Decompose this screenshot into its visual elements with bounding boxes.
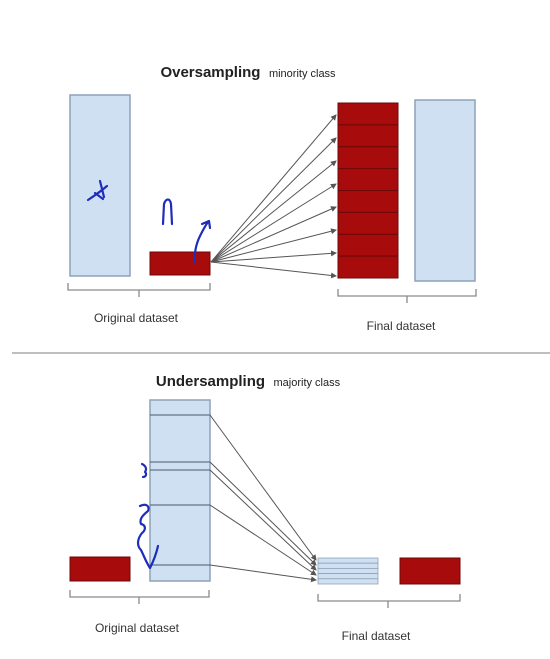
minority-copy-block bbox=[337, 233, 399, 257]
original-dataset-brace bbox=[67, 283, 211, 297]
undersampling-title-bold: Undersampling bbox=[156, 373, 265, 390]
copy-arrow bbox=[210, 114, 337, 263]
copy-arrow bbox=[210, 206, 337, 263]
handwritten-annotations bbox=[136, 462, 160, 570]
undersampling-arrows bbox=[209, 414, 317, 583]
copy-arrow bbox=[210, 250, 337, 263]
minority-copy-block bbox=[337, 211, 399, 235]
final-majority-block bbox=[414, 99, 476, 282]
ink-mark-5 bbox=[136, 503, 160, 570]
sample-arrow bbox=[209, 504, 317, 576]
sampled-majority-row bbox=[317, 573, 379, 580]
final-majority-stack bbox=[317, 557, 379, 585]
oversampling-title-rest: minority class bbox=[269, 68, 336, 80]
undersampling-title: Undersampling majority class bbox=[156, 373, 341, 390]
original-dataset-label: Original dataset bbox=[95, 621, 180, 635]
sampled-majority-row bbox=[317, 557, 379, 564]
ink-mark-3 bbox=[193, 219, 212, 264]
undersampling-title-rest: majority class bbox=[274, 377, 341, 389]
final-minority-block bbox=[399, 557, 461, 585]
copy-arrow bbox=[210, 183, 337, 263]
final-dataset-label: Final dataset bbox=[342, 629, 411, 643]
final-dataset-label: Final dataset bbox=[367, 319, 436, 333]
original-dataset-label: Original dataset bbox=[94, 311, 179, 325]
oversampling-arrows bbox=[210, 114, 337, 279]
minority-copy-block bbox=[337, 146, 399, 170]
sample-arrow bbox=[209, 469, 317, 571]
copy-arrow bbox=[210, 261, 337, 279]
sample-arrow bbox=[209, 414, 317, 561]
final-dataset-brace bbox=[337, 289, 477, 303]
minority-copy-block bbox=[337, 190, 399, 213]
ink-mark-2 bbox=[161, 198, 174, 226]
copy-arrow bbox=[210, 160, 337, 263]
oversampling-title: Oversampling minority class bbox=[160, 64, 336, 81]
selected-sample-lines bbox=[150, 414, 210, 566]
ink-mark-1 bbox=[86, 179, 109, 202]
original-dataset-brace bbox=[69, 590, 210, 604]
oversampling-title-bold: Oversampling bbox=[160, 64, 260, 81]
minority-copy-block bbox=[337, 168, 399, 192]
sampled-majority-row bbox=[317, 578, 379, 585]
minority-copy-block bbox=[337, 255, 399, 279]
minority-copy-block bbox=[337, 124, 399, 148]
sample-arrow bbox=[209, 564, 317, 583]
final-dataset-brace bbox=[317, 594, 461, 608]
original-majority-block bbox=[149, 399, 211, 582]
ink-mark-4 bbox=[140, 462, 148, 479]
undersampling-panel: Undersampling majority class Original da… bbox=[69, 373, 461, 643]
copy-arrow bbox=[210, 228, 337, 263]
handwritten-annotations bbox=[86, 179, 212, 264]
oversampling-panel: Oversampling minority class Original dat… bbox=[67, 64, 477, 333]
final-minority-stack bbox=[337, 102, 399, 279]
sample-arrow bbox=[209, 461, 317, 566]
original-minority-block bbox=[69, 556, 131, 582]
minority-copy-block bbox=[337, 102, 399, 126]
sampled-majority-row bbox=[317, 562, 379, 569]
sampled-majority-row bbox=[317, 568, 379, 575]
copy-arrow bbox=[210, 137, 337, 263]
original-minority-block bbox=[149, 251, 211, 276]
